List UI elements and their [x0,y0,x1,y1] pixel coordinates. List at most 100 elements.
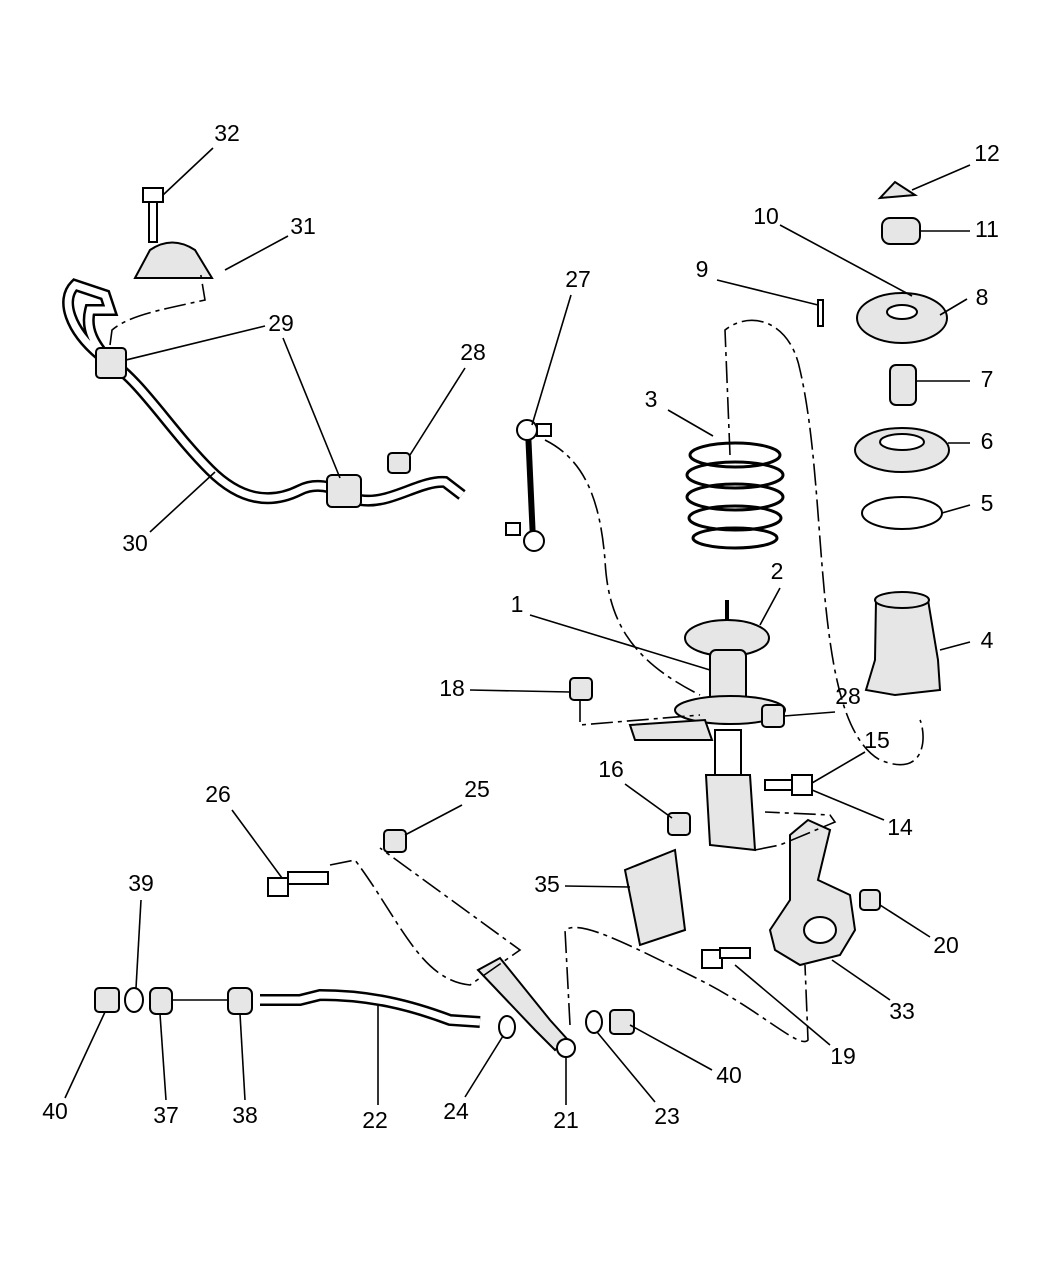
callout-26: 26 [205,781,231,807]
coil-spring-3 [685,441,785,550]
callout-5: 5 [981,490,994,516]
leader-line [231,809,283,879]
leader-line [162,147,214,196]
bushing-37 [149,987,173,1015]
bolt-32 [142,187,164,243]
leader-line [811,751,866,784]
callout-33: 33 [889,998,915,1024]
callout-25: 25 [464,776,490,802]
leader-line [282,337,341,479]
callout-30: 30 [122,530,148,556]
bracket-31 [133,241,214,279]
leader-line [811,789,885,821]
leader-line [624,783,673,819]
leader-line [667,409,714,437]
bumper-7 [889,364,917,406]
cap-12 [877,180,918,200]
bushing-29-center [326,474,362,508]
callout-27: 27 [565,266,591,292]
callout-22: 22 [362,1107,388,1133]
callout-32: 32 [214,120,240,146]
callout-6: 6 [981,428,994,454]
nut-18 [569,677,593,701]
leader-line [149,471,216,533]
callout-20: 20 [933,932,959,958]
callout-19: 19 [830,1043,856,1069]
leader-line [531,294,572,426]
leader-line [404,804,463,836]
pin-9 [817,299,824,327]
leader-line [596,1031,656,1103]
callout-14: 14 [887,814,913,840]
leader-line [125,325,266,361]
strut-assembly-1 [628,600,786,852]
leader-line [529,614,711,671]
callout-40a: 40 [42,1098,68,1124]
nut-28-lower [761,704,785,728]
callout-18: 18 [439,675,465,701]
leader-line [629,1024,713,1071]
bolt-15 [764,774,813,796]
leader-line [716,279,819,306]
stabilizer-link-27 [505,419,552,552]
callout-37: 37 [153,1102,179,1128]
seat-6 [854,427,950,473]
callout-12: 12 [974,140,1000,166]
leader-line [224,235,289,271]
nut-16 [667,812,691,836]
callout-28a: 28 [460,339,486,365]
nut-40-left [94,987,120,1013]
shield-35 [623,848,687,947]
callout-11: 11 [975,216,999,242]
leader-line [783,711,836,717]
callout-24: 24 [443,1098,469,1124]
callout-4: 4 [981,627,994,653]
bolt-26 [267,871,329,897]
bushing-11 [881,217,921,245]
leader-line [734,964,831,1046]
callout-16: 16 [598,756,624,782]
leader-line [409,367,466,456]
callout-3: 3 [645,386,658,412]
nut-40-right [609,1009,635,1035]
bushing-38 [227,987,253,1015]
isolator-5 [861,496,943,530]
callout-10: 10 [753,203,779,229]
callout-8: 8 [976,284,989,310]
callout-35: 35 [534,871,560,897]
callout-7: 7 [981,366,994,392]
callout-9: 9 [696,256,709,282]
leader-line [135,899,142,989]
leader-line [759,587,781,626]
leader-line [879,904,931,938]
leader-line [779,224,913,297]
washer-23 [585,1010,603,1034]
leader-line [564,885,631,888]
leader-line [159,1013,167,1101]
callout-40b: 40 [716,1062,742,1088]
leader-line [939,641,971,651]
steering-knuckle-33 [768,818,857,967]
bolt-19 [701,947,751,969]
leader-line [239,1013,246,1101]
leader-line [464,1035,504,1098]
nut-25 [383,829,407,853]
callout-15: 15 [864,727,890,753]
callout-29: 29 [268,310,294,336]
callout-2: 2 [771,558,784,584]
leader-line [64,1011,106,1099]
callout-38: 38 [232,1102,258,1128]
callout-1: 1 [511,591,524,617]
leader-line [939,298,968,316]
bushing-29-left [95,347,127,379]
leader-line [941,504,971,514]
callout-21: 21 [553,1107,579,1133]
leader-line [911,164,971,191]
lower-control-arm-21 [476,956,576,1058]
callout-31: 31 [290,213,316,239]
callout-28b: 28 [835,683,861,709]
leader-line [469,689,571,693]
dust-boot-4 [864,591,942,697]
